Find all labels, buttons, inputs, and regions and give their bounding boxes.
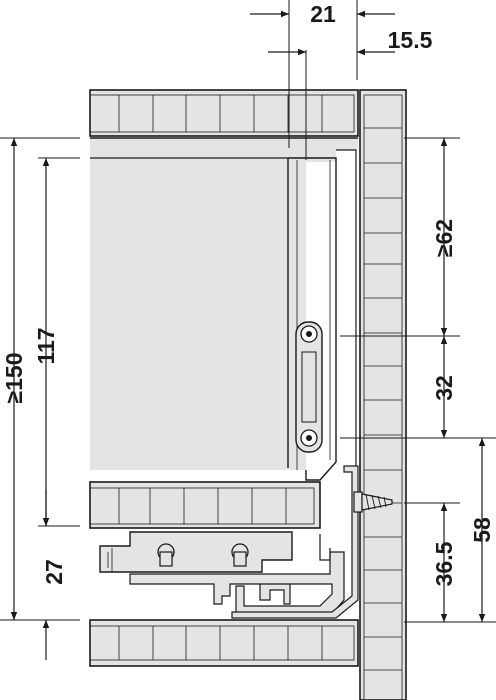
dim-label-15-5: 15.5 xyxy=(388,27,433,53)
dim-label-150: ≥150 xyxy=(1,353,27,404)
dim-label-32: 32 xyxy=(431,375,457,401)
dim-label-36-5: 36.5 xyxy=(431,541,457,586)
dim-label-21: 21 xyxy=(310,1,336,27)
drawer-side-wall xyxy=(90,137,358,560)
cabinet-side-panel xyxy=(359,89,407,700)
runner-assembly xyxy=(99,465,359,619)
dimension-lines xyxy=(10,10,486,660)
mounting-screw xyxy=(353,491,393,513)
dim-label-58: 58 xyxy=(469,517,495,543)
dim-label-62: ≥62 xyxy=(431,219,457,257)
upper-drawer-bottom xyxy=(89,89,359,137)
dim-label-117: 117 xyxy=(33,327,59,364)
drawer-bottom-board xyxy=(89,481,321,529)
dimension-labels: 21 15.5 ≥150 117 27 ≥62 32 36.5 58 xyxy=(1,1,495,586)
height-adjustment-rail xyxy=(295,321,323,453)
lower-drawer-bottom xyxy=(89,619,359,667)
dim-label-27: 27 xyxy=(41,559,67,585)
